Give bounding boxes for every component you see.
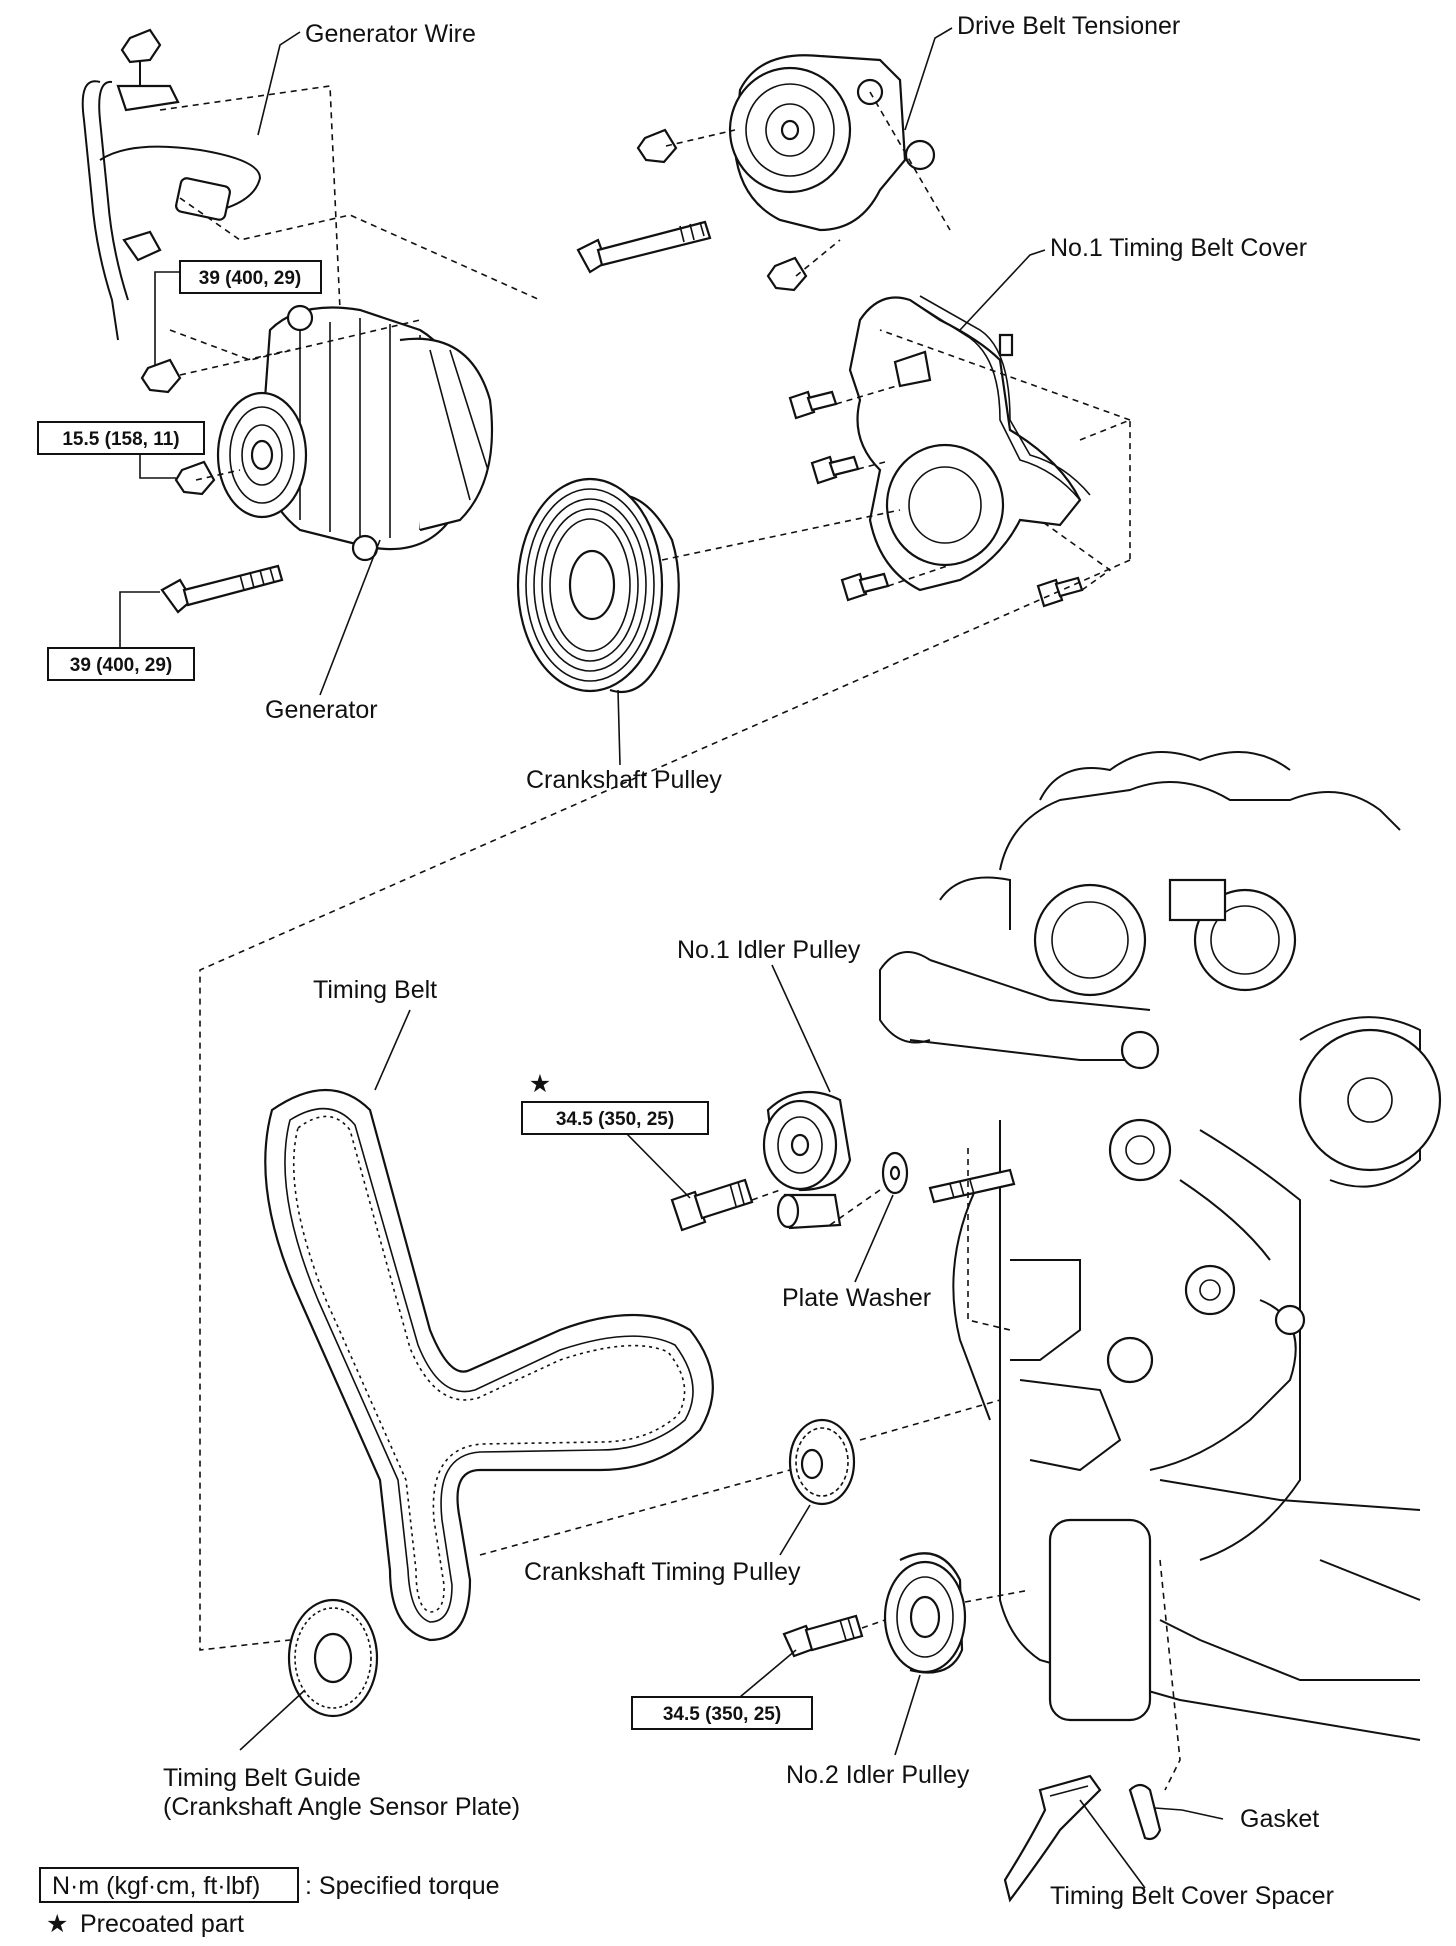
torque-box-no1-idler: ★ 34.5 (350, 25) (521, 1070, 709, 1135)
torque-no2-idler-bolt: 34.5 (350, 25) (663, 1704, 781, 1725)
no1-idler-pulley-part (670, 1090, 852, 1232)
crankshaft-pulley-part (516, 477, 680, 694)
label-gasket: Gasket (1240, 1805, 1319, 1833)
drive-belt-tensioner-part (576, 54, 936, 292)
plate-washer-part (881, 1151, 909, 1195)
generator-bolt (160, 564, 284, 614)
label-timing-belt-cover-spacer: Timing Belt Cover Spacer (1050, 1882, 1334, 1910)
label-no1-timing-belt-cover: No.1 Timing Belt Cover (1050, 234, 1307, 262)
legend-unit-description: : Specified torque (305, 1872, 500, 1900)
legend-unit-box: N·m (kgf·cm, ft·lbf) (52, 1872, 260, 1900)
torque-box-generator-wire: 39 (400, 29) (179, 260, 322, 294)
torque-generator-pulley-nut: 15.5 (158, 11) (62, 429, 179, 450)
legend-precoat-star: ★ (46, 1910, 68, 1938)
no1-timing-belt-cover-part (848, 295, 1091, 592)
label-plate-washer: Plate Washer (782, 1284, 931, 1312)
crankshaft-timing-pulley-part (788, 1418, 856, 1506)
precoat-star-mark: ★ (529, 1070, 551, 1098)
label-no1-idler-pulley: No.1 Idler Pulley (677, 936, 861, 964)
torque-no1-idler-bolt: 34.5 (350, 25) (556, 1109, 674, 1130)
timing-belt-guide-part (287, 1598, 379, 1718)
torque-box-generator-pulley: 15.5 (158, 11) (37, 421, 205, 455)
legend: N·m (kgf·cm, ft·lbf) : Specified torque … (39, 1867, 500, 1938)
label-crankshaft-angle-sensor-plate: (Crankshaft Angle Sensor Plate) (163, 1793, 520, 1821)
legend-precoat-description: Precoated part (80, 1910, 244, 1938)
gasket-part (1128, 1783, 1162, 1841)
label-timing-belt-guide: Timing Belt Guide (163, 1764, 361, 1792)
stud-bolt (928, 1168, 1016, 1204)
torque-box-no2-idler: 34.5 (350, 25) (631, 1696, 813, 1730)
timing-belt-part (264, 1089, 714, 1642)
engine-block (879, 751, 1442, 1741)
leader-lines (119, 27, 1224, 1889)
generator-part (216, 304, 494, 562)
timing-belt-cover-spacer-part (1003, 1774, 1102, 1903)
label-crankshaft-pulley: Crankshaft Pulley (526, 766, 722, 794)
torque-generator-bolt: 39 (400, 29) (70, 655, 172, 676)
generator-wire-part (81, 28, 262, 496)
assembly-guide-lines (159, 85, 1181, 1791)
label-generator: Generator (265, 696, 378, 724)
no2-idler-pulley-part (782, 1552, 967, 1674)
label-crankshaft-timing-pulley: Crankshaft Timing Pulley (524, 1558, 801, 1586)
label-no2-idler-pulley: No.2 Idler Pulley (786, 1761, 970, 1789)
label-timing-belt: Timing Belt (313, 976, 437, 1004)
label-generator-wire: Generator Wire (305, 20, 476, 48)
label-drive-belt-tensioner: Drive Belt Tensioner (957, 12, 1180, 40)
torque-generator-wire-nut: 39 (400, 29) (199, 268, 301, 289)
torque-box-generator-bolt: 39 (400, 29) (47, 647, 195, 681)
